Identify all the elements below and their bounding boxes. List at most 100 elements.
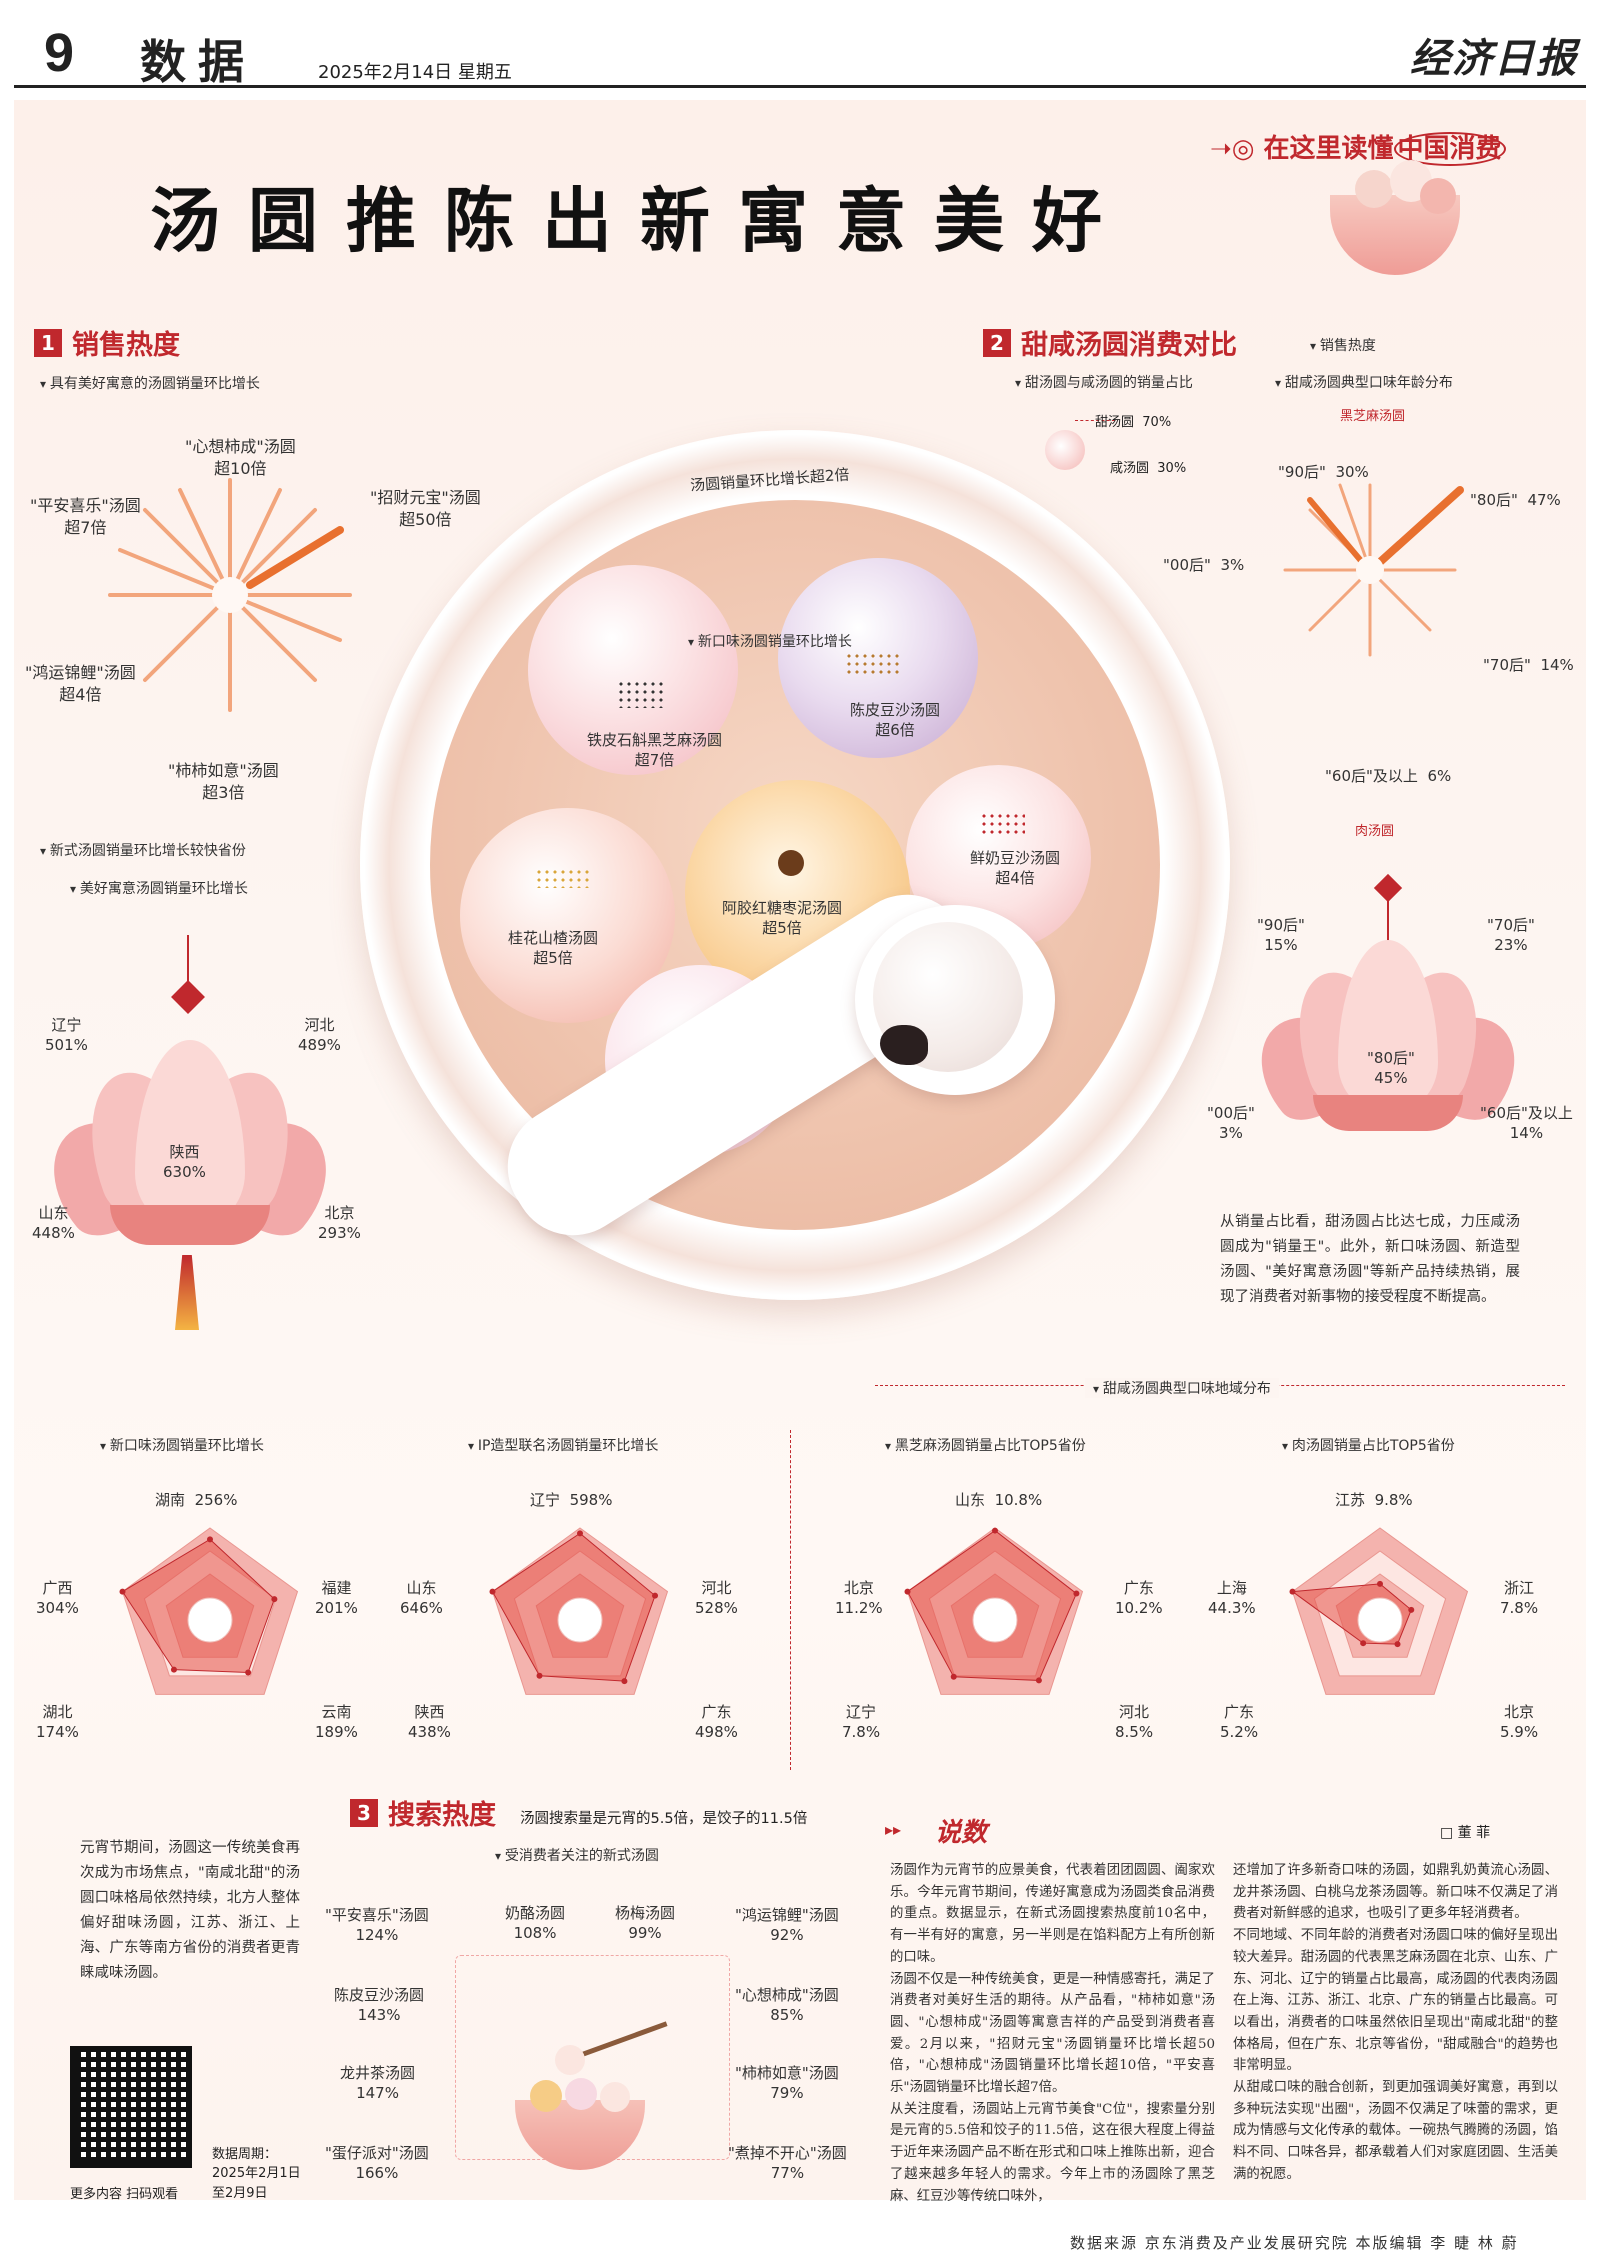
commentary-column-2: 还增加了许多新奇口味的汤圆，如鼎乳奶黄流心汤圆、龙井茶汤圆、白桃乌龙茶汤圆等。新… bbox=[1233, 1863, 1558, 2182]
radar-chart-2 bbox=[489, 1527, 669, 1695]
province-subtitle: 新式汤圆销量环比增长较快省份 bbox=[40, 840, 246, 860]
small-ball-icon bbox=[565, 2078, 597, 2110]
age-value: "60后"及以上 6% bbox=[1325, 767, 1452, 785]
section3-title: 搜索热度 bbox=[388, 1800, 496, 1831]
radar-point-山东 bbox=[489, 1588, 496, 1595]
ratio-ball-icon bbox=[1045, 430, 1085, 470]
radar-center-bowl-icon bbox=[1357, 1597, 1403, 1643]
section2-note: 从销量占比看，甜汤圆占比达七成，力压咸汤圆成为"销量王"。此外，新口味汤圆、新造… bbox=[1220, 1214, 1520, 1305]
meat-age-value: "00后"3% bbox=[1207, 1104, 1255, 1143]
radar-point-湖南 bbox=[207, 1536, 213, 1543]
radar-point-山东 bbox=[992, 1527, 998, 1534]
arrow-icon: ➝◎ bbox=[1210, 134, 1264, 164]
section3-heading: 3 搜索热度 bbox=[350, 1793, 496, 1832]
red-bean-dots-icon bbox=[980, 812, 1025, 834]
radar-point-江苏 bbox=[1377, 1580, 1383, 1587]
radar-point-广东 bbox=[1360, 1640, 1367, 1647]
meat-age-value: "90后"15% bbox=[1257, 916, 1305, 955]
sesame-legend: 黑芝麻汤圆 bbox=[1340, 409, 1406, 424]
blessing-label: "平安喜乐"汤圆超7倍 bbox=[30, 496, 141, 537]
radar1-title: 新口味汤圆销量环比增长 bbox=[100, 1435, 264, 1455]
radar-label: 湖南 256% bbox=[155, 1491, 238, 1509]
footer-credits: 数据来源 京东消费及产业发展研究院 本版编辑 李 睫 林 蔚 bbox=[1070, 2234, 1519, 2252]
section2-heading: 2 甜咸汤圆消费对比 bbox=[983, 323, 1237, 362]
small-ball-icon bbox=[530, 2080, 562, 2112]
ratio-sweet: 甜汤圆 70% bbox=[1095, 415, 1172, 430]
issue-date: 2025年2月14日 星期五 bbox=[318, 62, 512, 83]
lantern-string bbox=[1387, 898, 1389, 948]
data-period-label: 数据周期： bbox=[212, 2147, 278, 2162]
column-highlight: 中国消费 bbox=[1393, 132, 1506, 166]
small-ball-icon bbox=[1420, 178, 1456, 214]
masthead bbox=[14, 8, 1586, 88]
radar3-title: 黑芝麻汤圆销量占比TOP5省份 bbox=[885, 1435, 1086, 1455]
radar-chart-3 bbox=[904, 1527, 1084, 1695]
age-value: "70后" 14% bbox=[1483, 656, 1574, 674]
section2-number: 2 bbox=[983, 328, 1011, 357]
radar-center-bowl-icon bbox=[557, 1597, 603, 1643]
meat-age-value: "70后"23% bbox=[1487, 916, 1535, 955]
radar-label: 山东 10.8% bbox=[955, 1491, 1043, 1509]
small-ball-icon bbox=[1355, 170, 1393, 208]
radar-point-河北 bbox=[1035, 1677, 1042, 1684]
qr-caption: 更多内容 扫码观看 bbox=[70, 2187, 179, 2202]
age-firework-chart bbox=[1283, 483, 1464, 657]
bowl-inner-subtitle: 新口味汤圆销量环比增长 bbox=[688, 631, 852, 651]
sesame-filling-icon bbox=[880, 1025, 928, 1065]
radar-point-广西 bbox=[119, 1588, 126, 1595]
radar-label: 辽宁 598% bbox=[530, 1491, 613, 1509]
commentary-author: □ 董 菲 bbox=[1440, 1825, 1491, 1841]
radar2-title: IP造型联名汤圆销量环比增长 bbox=[468, 1435, 659, 1455]
ratio-salty: 咸汤圆 30% bbox=[1110, 461, 1187, 476]
radar-point-辽宁 bbox=[577, 1530, 583, 1537]
radar-point-上海 bbox=[1289, 1588, 1296, 1595]
regional-title: 甜咸汤圆典型口味地域分布 bbox=[1085, 1378, 1279, 1398]
section1-title: 销售热度 bbox=[72, 330, 180, 361]
blessing-label: "鸿运锦鲤"汤圆超4倍 bbox=[25, 663, 136, 704]
ball-label: 铁皮石斛黑芝麻汤圆超7倍 bbox=[587, 731, 723, 770]
blessing-label: "招财元宝"汤圆超50倍 bbox=[370, 488, 481, 529]
radar-point-湖北 bbox=[170, 1666, 177, 1673]
sales-heat-subtitle: 销售热度 bbox=[1310, 335, 1376, 355]
osmanthus-dots-icon bbox=[535, 868, 590, 888]
qr-code[interactable] bbox=[70, 2046, 192, 2168]
age-value: "90后" 30% bbox=[1278, 463, 1369, 481]
radar-point-北京 bbox=[1394, 1641, 1401, 1648]
section2-title: 甜咸汤圆消费对比 bbox=[1021, 330, 1237, 361]
radar-chart-1 bbox=[119, 1527, 299, 1695]
radar-point-辽宁 bbox=[950, 1673, 957, 1680]
age-value: "00后" 3% bbox=[1163, 556, 1245, 574]
section3-subtitle: 受消费者关注的新式汤圆 bbox=[495, 1845, 659, 1865]
section-title: 数据 bbox=[140, 35, 256, 89]
province-subtitle-2: 美好寓意汤圆销量环比增长 bbox=[70, 878, 248, 898]
meat-age-center: "80后"45% bbox=[1367, 1049, 1415, 1088]
ball-label: 鲜奶豆沙汤圆超4倍 bbox=[970, 849, 1061, 888]
tangyuan-ball bbox=[528, 565, 738, 775]
radar-point-云南 bbox=[245, 1669, 252, 1676]
ball-label: 陈皮豆沙汤圆超6倍 bbox=[850, 701, 941, 740]
age-value: "80后" 47% bbox=[1470, 491, 1561, 509]
firework-graphic bbox=[108, 478, 352, 712]
radar-point-陕西 bbox=[536, 1672, 543, 1679]
meat-legend: 肉汤圆 bbox=[1355, 824, 1395, 839]
section1-heading: 1 销售热度 bbox=[34, 323, 180, 362]
small-ball-icon bbox=[600, 2082, 630, 2112]
